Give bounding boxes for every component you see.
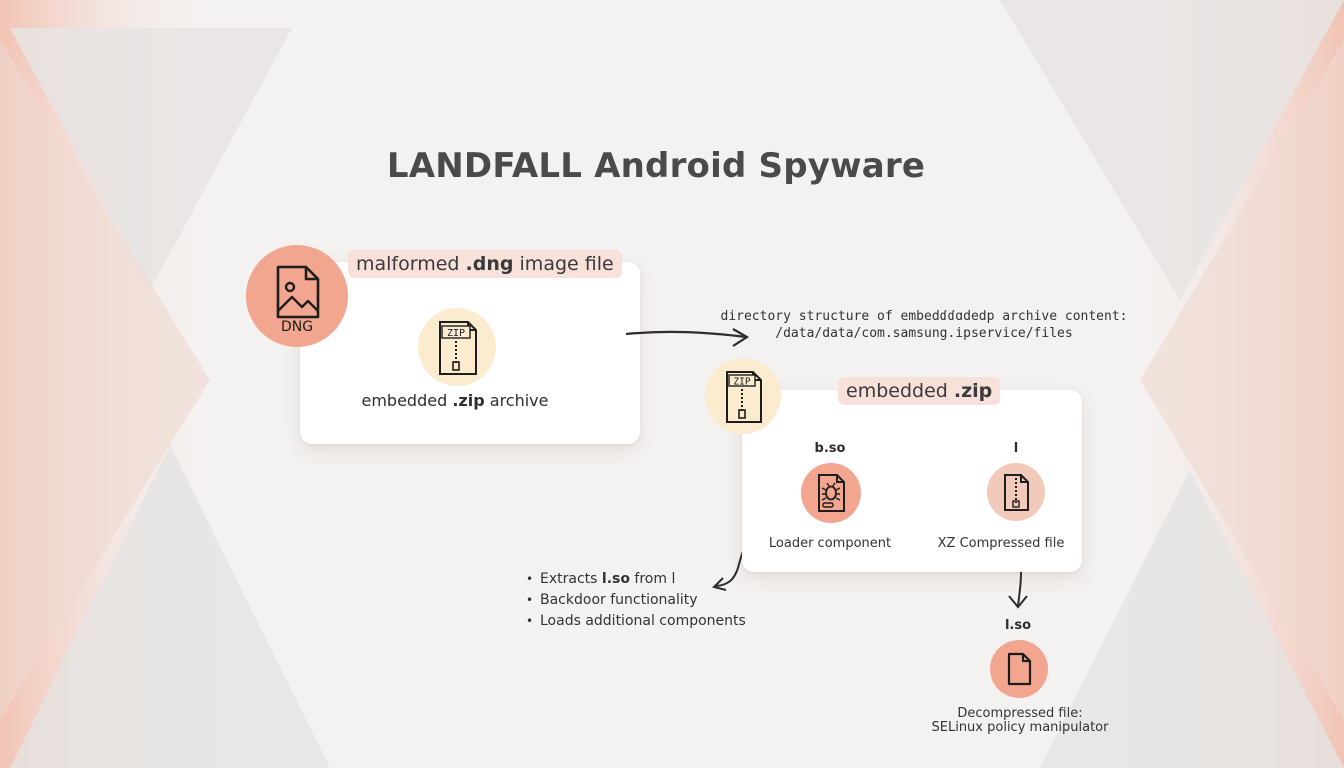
embedded-prefix: embedded [361,391,448,410]
bullet-text: Loads additional components [540,613,746,629]
bso-bug-icon [801,463,861,523]
bullet-text: Backdoor functionality [540,592,698,608]
bso-title: b.so [814,441,846,456]
directory-note: directory structure of embedɗɗɑdedp arch… [700,309,1148,341]
bso-behavior-list: Extracts l.so from l Backdoor functional… [524,569,784,632]
lso-caption-line2: SELinux policy manipulator [931,720,1109,735]
embedded-zip-archive-text: embedded .zip archive [300,391,610,410]
embedded-suffix: archive [489,391,549,410]
dng-label-bold: .dng [465,253,514,275]
bullet-text: Extracts [540,571,598,587]
list-item: Backdoor functionality [524,590,784,611]
embedded-zip-label: embedded .zip [838,377,1001,405]
arrow-head-directory [732,328,750,347]
dng-icon-text: DNG [280,319,314,335]
lso-caption-line1: Decompressed file: [957,706,1083,721]
directory-path: /data/data/com.samsung.ipservice/files [775,326,1073,341]
dng-file-label: malformed .dng image file [348,250,622,278]
embedded-bold: .zip [452,391,485,410]
lso-file-icon [990,640,1048,698]
directory-note-line1: directory structure of embedɗɗɑdedp arch… [720,309,1128,324]
dng-image-icon: DNG [246,245,348,347]
compressed-file-icon [1004,474,1029,511]
bullet-bold: l.so [601,571,630,587]
embedded-zip-icon: ZIP [418,308,496,386]
zip-archive-icon: ZIP [705,358,781,434]
zip-icon-text: ZIP [733,377,750,388]
document-icon [1007,652,1032,686]
l-caption: XZ Compressed file [937,536,1065,551]
image-file-icon [276,265,320,319]
lso-caption: Decompressed file: SELinux policy manipu… [920,707,1120,735]
arrow-head-lso [1008,595,1028,609]
zip-file-icon: ZIP [439,321,477,375]
zip-label-bold: .zip [953,380,993,402]
zip-label-prefix: embedded [846,380,948,402]
zip-icon-text: ZIP [447,328,465,339]
dng-label-suffix: image file [519,253,614,275]
bullet-suffix: from l [634,571,676,587]
zip-file-icon: ZIP [726,371,762,423]
list-item: Loads additional components [524,611,784,632]
list-item: Extracts l.so from l [524,569,784,590]
bug-file-icon [818,474,845,512]
l-title: l [1013,441,1019,456]
lso-title: l.so [1004,618,1032,633]
l-compressed-icon [987,463,1045,521]
arrow-to-directory [625,330,747,339]
dng-label-prefix: malformed [356,253,460,275]
page-title: LANDFALL Android Spyware [386,146,926,186]
bso-caption: Loader component [768,536,892,551]
